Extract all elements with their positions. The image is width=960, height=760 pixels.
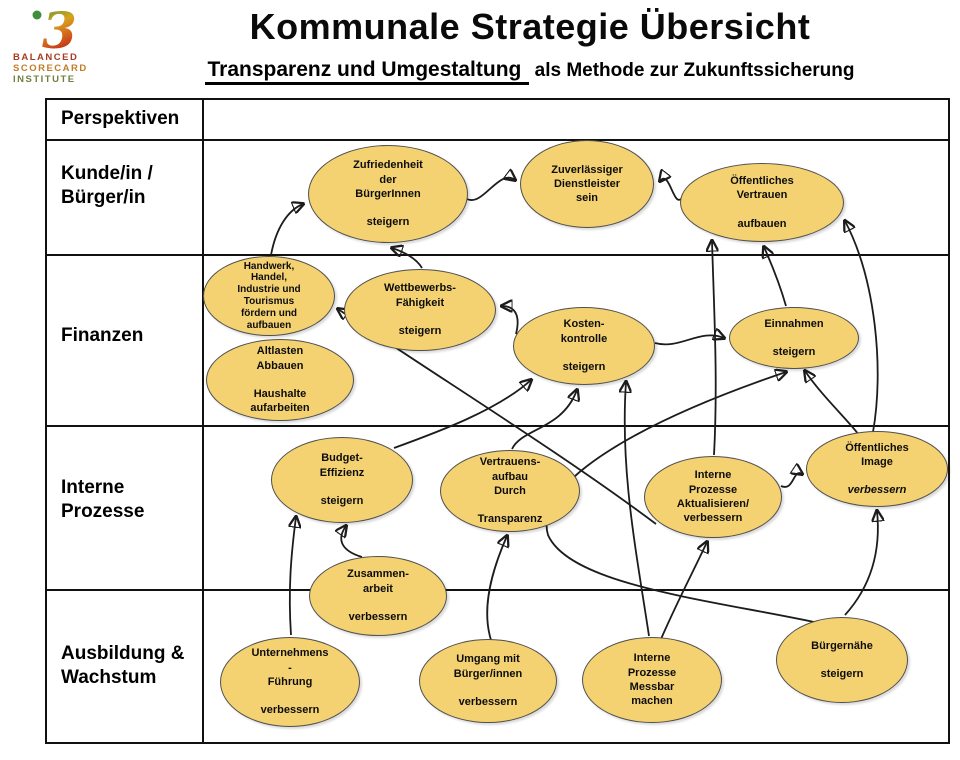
arrow-einnahmen-to-oeffvertrauen xyxy=(764,247,787,307)
arrow-messbar-to-interneakt xyxy=(660,542,707,640)
node-text: Wettbewerbs- Fähigkeit steigern xyxy=(384,282,456,338)
node-interne-prozesse-aktualisieren: Interne Prozesse Aktualisieren/ verbesse… xyxy=(644,456,782,538)
node-kostenkontrolle: Kosten- kontrolle steigern xyxy=(513,307,655,385)
node-text-main: Öffentliches Image xyxy=(845,442,909,469)
arrow-unternehmens-to-budget xyxy=(290,517,296,636)
arrow-interneakt-to-oeffvertrauen xyxy=(712,241,716,456)
table-row-divider xyxy=(47,589,948,591)
node-vertrauensaufbau: Vertrauens- aufbau Durch Transparenz xyxy=(440,450,580,532)
node-handwerk: Handwerk, Handel, Industrie und Tourismu… xyxy=(203,256,335,336)
row-label-kunde-buerger: Kunde/in / Bürger/in xyxy=(61,163,153,208)
node-text: Einnahmen steigern xyxy=(764,317,824,359)
node-text: Öffentliches Image verbessern xyxy=(845,441,909,497)
node-text: Vertrauens- aufbau Durch Transparenz xyxy=(477,456,543,526)
arrow-wettbewerb-to-zufriedenheit xyxy=(392,248,423,269)
row-label-ausbildung-wachstum: Ausbildung & Wachstum xyxy=(61,643,185,688)
logo-swoosh-3-icon: 3 xyxy=(42,2,77,60)
node-text: Bürgernähe steigern xyxy=(811,639,873,681)
node-oeffentliches-vertrauen: Öffentliches Vertrauen aufbauen xyxy=(680,163,844,242)
arrow-kosten-to-einnahmen xyxy=(654,335,724,346)
node-text: Altlasten Abbauen Haushalte aufarbeiten xyxy=(250,345,310,415)
node-text: Budget- Effizienz steigern xyxy=(319,452,365,508)
subtitle-rest-text: als Methode zur Zukunftssicherung xyxy=(534,60,855,81)
table-column-divider xyxy=(202,100,204,742)
node-wettbewerbsfaehigkeit: Wettbewerbs- Fähigkeit steigern xyxy=(344,269,496,351)
node-text: Zuverlässiger Dienstleister sein xyxy=(551,163,623,205)
node-altlasten: Altlasten Abbauen Haushalte aufarbeiten xyxy=(206,339,354,421)
arrow-umgang-to-vertrauensaufbau xyxy=(486,536,507,641)
node-text: Kosten- kontrolle steigern xyxy=(560,318,608,374)
node-text: Zufriedenheit der BürgerInnen steigern xyxy=(353,159,423,229)
node-text: Interne Prozesse Aktualisieren/ verbesse… xyxy=(676,469,750,525)
arrow-buergernaehe-to-einnahmen xyxy=(545,372,815,623)
node-text-italic: verbessern xyxy=(847,483,907,496)
arrow-oeffimage-to-oeffvertrauen xyxy=(845,221,879,433)
table-row-divider xyxy=(47,254,948,256)
arrow-oeffimage-to-einnahmen xyxy=(805,371,860,436)
subtitle-underlined: Transparenz und Umgestaltung xyxy=(205,58,530,85)
arrow-zusammenarbeit-to-budget xyxy=(341,526,363,558)
page-subtitle: Transparenz und Umgestaltung als Methode… xyxy=(110,58,950,85)
row-label-finanzen: Finanzen xyxy=(61,325,144,346)
table-row-divider xyxy=(47,425,948,427)
node-interne-prozesse-messbar: Interne Prozesse Messbar machen xyxy=(582,637,722,723)
logo-dot-icon xyxy=(32,10,42,20)
table-header-perspektiven: Perspektiven xyxy=(61,108,180,129)
node-text: Umgang mit Bürger/innen verbessern xyxy=(453,653,523,709)
row-label-interne-prozesse: Interne Prozesse xyxy=(61,477,145,522)
node-zuverlaessiger-dienstleister: Zuverlässiger Dienstleister sein xyxy=(520,140,654,228)
logo-line-balanced: BALANCED xyxy=(13,52,78,63)
node-einnahmen: Einnahmen steigern xyxy=(729,307,859,369)
node-text: Öffentliches Vertrauen aufbauen xyxy=(730,174,794,230)
arrow-zufriedenheit-to-zuverlaessiger xyxy=(466,178,515,201)
table-row-divider xyxy=(47,139,948,141)
node-text: Handwerk, Handel, Industrie und Tourismu… xyxy=(237,260,301,331)
arrow-buergernaehe-to-oeffimage xyxy=(844,511,878,616)
balanced-scorecard-institute-logo: 3 BALANCED SCORECARD INSTITUTE xyxy=(13,2,88,85)
node-unternehmensfuehrung: Unternehmens - Führung verbessern xyxy=(220,637,360,727)
node-zufriedenheit: Zufriedenheit der BürgerInnen steigern xyxy=(308,145,468,243)
node-budgeteffizienz: Budget- Effizienz steigern xyxy=(271,437,413,523)
arrow-vertrauensaufbau-to-kosten xyxy=(511,390,577,450)
arrow-budget-to-kosten xyxy=(393,380,531,449)
arrow-handwerk-to-zufriedenheit xyxy=(270,204,303,256)
arrow-oeffvertrauen-to-zuverlaessiger xyxy=(660,179,684,201)
node-text: Unternehmens - Führung verbessern xyxy=(251,647,329,717)
arrow-kosten-to-wettbewerb xyxy=(502,306,519,335)
node-oeffentliches-image: Öffentliches Image verbessern xyxy=(806,431,948,507)
node-text: Interne Prozesse Messbar machen xyxy=(627,652,677,708)
node-buergernaehe: Bürgernähe steigern xyxy=(776,617,908,703)
arrow-messbar-to-kosten xyxy=(625,382,650,637)
logo-line-scorecard: SCORECARD xyxy=(13,63,88,74)
page-title: Kommunale Strategie Übersicht xyxy=(249,6,811,47)
node-text: Zusammen- arbeit verbessern xyxy=(347,568,409,624)
arrow-interneakt-to-oeffimage xyxy=(780,473,802,488)
logo-line-institute: INSTITUTE xyxy=(13,74,76,85)
node-zusammenarbeit: Zusammen- arbeit verbessern xyxy=(309,556,447,636)
node-umgang-mit-buergerinnen: Umgang mit Bürger/innen verbessern xyxy=(419,639,557,723)
